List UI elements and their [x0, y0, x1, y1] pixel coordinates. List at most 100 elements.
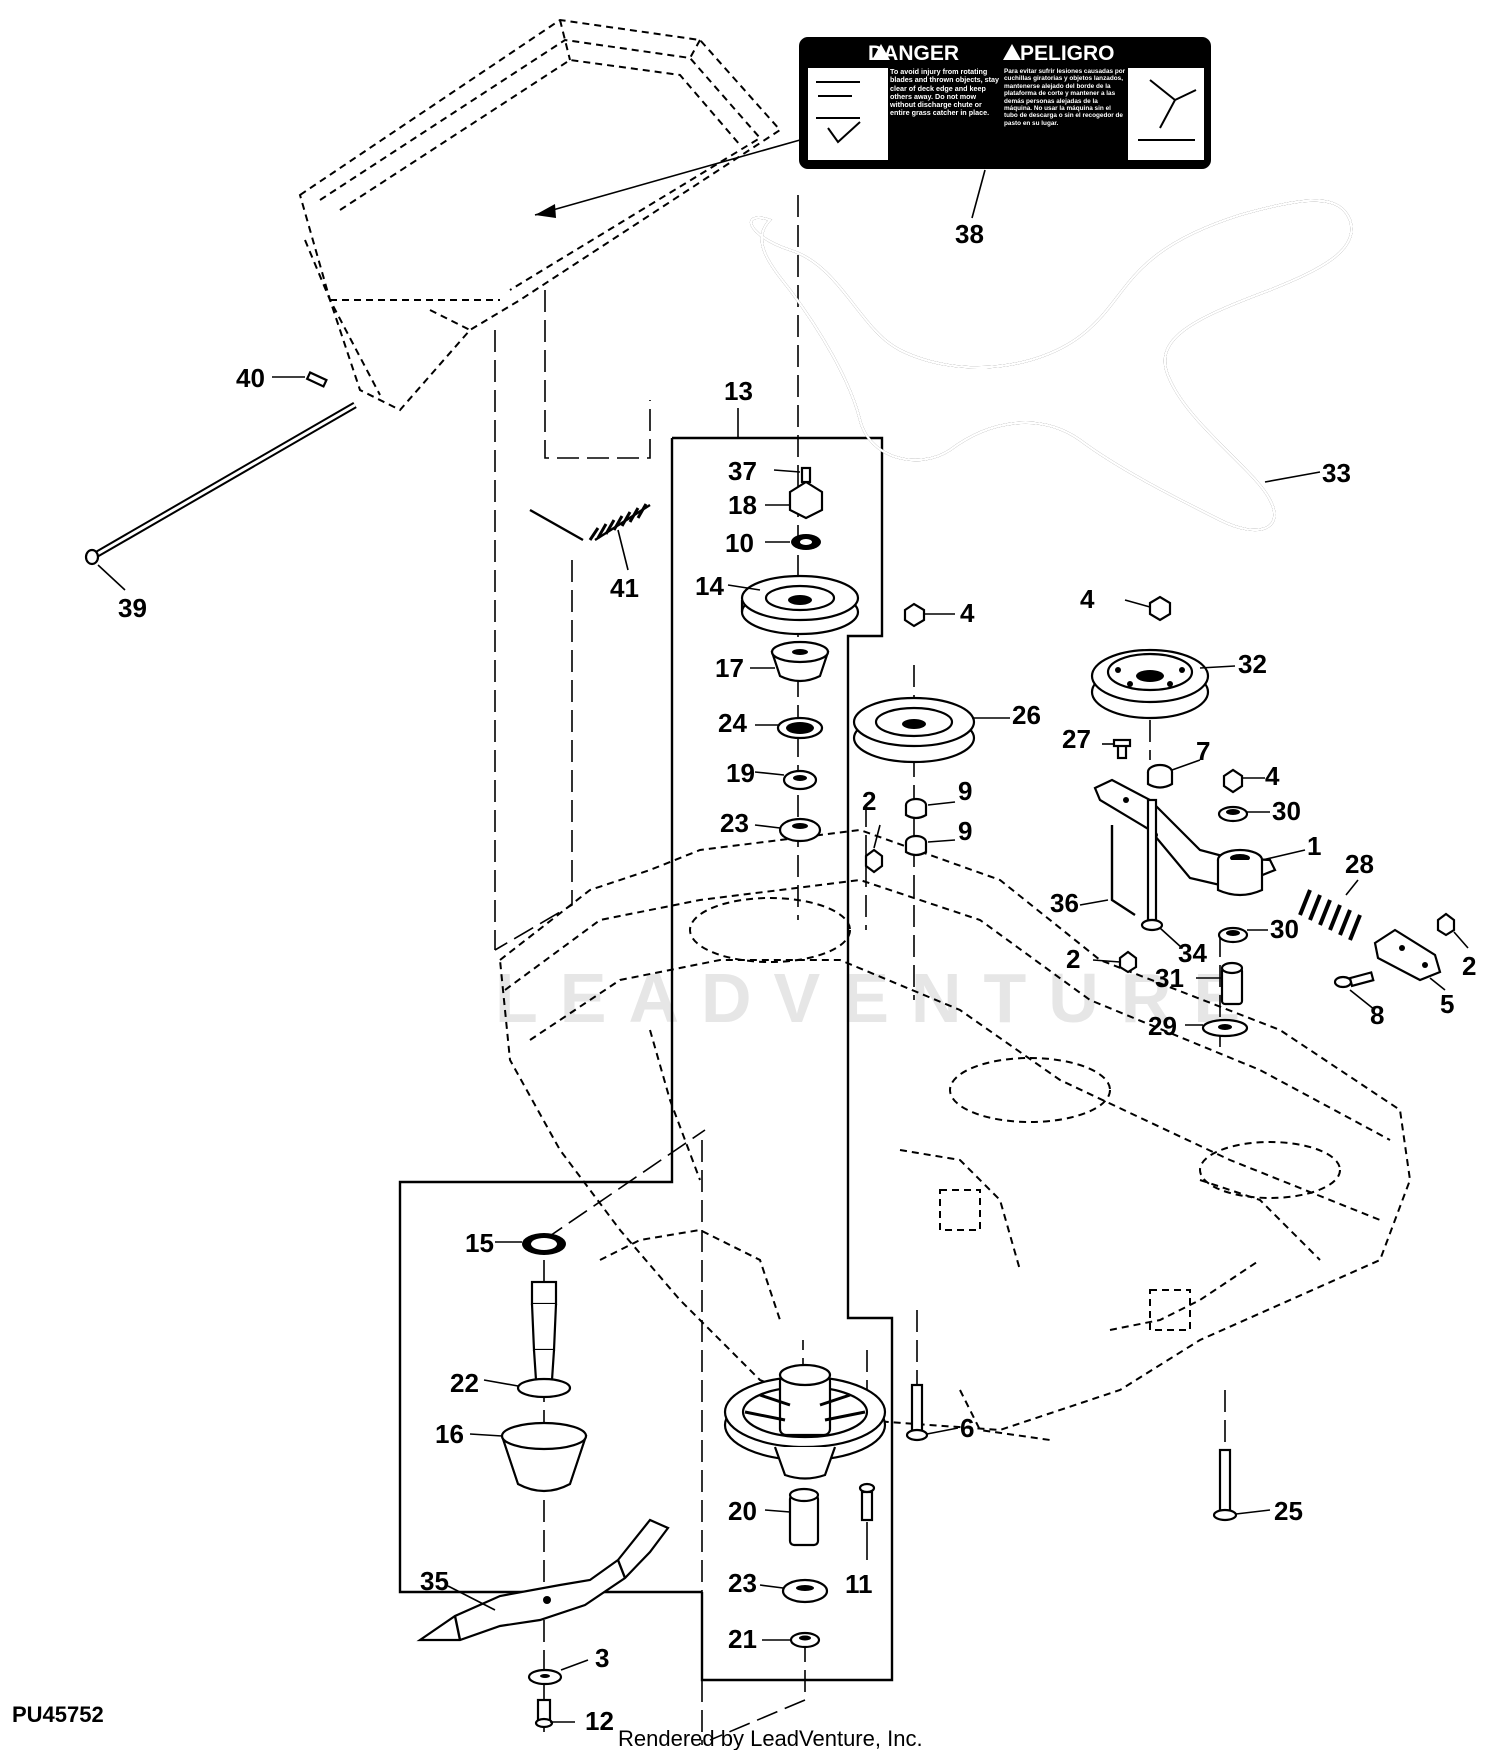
callout-31: 31	[1155, 963, 1184, 993]
callout-22: 22	[450, 1368, 479, 1398]
grease-fitting-37	[773, 466, 812, 484]
warning-triangle-icon	[1003, 44, 1021, 60]
bolt-12	[534, 1698, 575, 1729]
seal-15	[495, 1233, 566, 1255]
watermark-text: LEADVENTURE	[495, 959, 1262, 1037]
bolt-25	[1212, 1448, 1271, 1522]
spindle-shaft-22	[483, 1280, 572, 1399]
spindle-housing	[723, 1363, 887, 1480]
callout-30: 30	[1270, 914, 1299, 944]
callout-24: 24	[718, 708, 747, 738]
diagram-id: PU45752	[12, 1702, 104, 1727]
warning-triangle-icon	[872, 44, 890, 60]
nut-4-right	[1222, 768, 1265, 794]
callout-23: 23	[720, 808, 749, 838]
bearing-19	[754, 769, 818, 791]
callout-13: 13	[724, 376, 753, 406]
bushing-30-lower	[1217, 926, 1268, 944]
drive-belt	[750, 199, 1353, 532]
callout-12: 12	[585, 1706, 614, 1736]
callout-labels: 1 2 2 2 3 4 4 4 5 6 7 8 9 9 10 11 12 13 …	[118, 219, 1476, 1736]
danger-decal: DANGER PELIGRO To avoid injury from rota…	[534, 37, 1211, 219]
bracket-5	[1373, 928, 1446, 991]
render-credit: Rendered by LeadVenture, Inc.	[618, 1726, 923, 1750]
callout-30: 30	[1272, 796, 1301, 826]
callout-26: 26	[1012, 700, 1041, 730]
callout-19: 19	[726, 758, 755, 788]
callout-15: 15	[465, 1228, 494, 1258]
callout-10: 10	[725, 528, 754, 558]
callout-11: 11	[845, 1569, 873, 1599]
discharge-chute	[298, 18, 782, 412]
spacer-23-lower	[759, 1578, 829, 1604]
callout-9: 9	[958, 816, 972, 846]
bushing-7	[1146, 759, 1201, 789]
bushing-30-upper	[1217, 805, 1270, 823]
decal-danger-en: DANGER	[868, 42, 959, 65]
callout-4: 4	[1265, 761, 1280, 791]
idler-pulley-32	[1090, 648, 1236, 720]
bolt-34	[1140, 798, 1183, 949]
washer-29	[1185, 1018, 1249, 1038]
spacer-23-upper	[754, 817, 822, 843]
callout-34: 34	[1178, 938, 1207, 968]
callout-4: 4	[960, 598, 975, 628]
callout-17: 17	[715, 653, 744, 683]
spacer-9-lower	[904, 834, 956, 857]
cover-17	[750, 640, 830, 683]
callout-37: 37	[728, 456, 757, 486]
callout-16: 16	[435, 1419, 464, 1449]
callout-38: 38	[955, 219, 984, 249]
nut-2-mid	[1092, 950, 1138, 974]
callout-39: 39	[118, 593, 147, 623]
spacer-31	[1196, 961, 1244, 1006]
washer-10	[765, 534, 821, 550]
bolt-6	[905, 1383, 959, 1442]
callout-2: 2	[1462, 951, 1476, 981]
decal-danger-es: PELIGRO	[1020, 42, 1115, 65]
nut-2-left	[864, 824, 884, 874]
callout-28: 28	[1345, 849, 1374, 879]
seal-24	[755, 716, 824, 740]
spacer-20	[764, 1487, 820, 1547]
spindle-pulley-14	[727, 574, 860, 636]
callout-33: 33	[1322, 458, 1351, 488]
callout-5: 5	[1440, 989, 1454, 1019]
blade-hazard-icon	[816, 81, 861, 144]
blade-35	[416, 1518, 670, 1642]
hinge-rod	[84, 401, 357, 591]
callout-35: 35	[420, 1566, 449, 1596]
decal-text-es: Para evitar sufrir lesiones causadas por…	[1004, 68, 1126, 127]
cup-16	[469, 1421, 588, 1493]
callout-41: 41	[610, 573, 639, 603]
spacer-9-upper	[904, 797, 956, 820]
callout-21: 21	[728, 1624, 757, 1654]
callout-8: 8	[1370, 1000, 1384, 1030]
callout-29: 29	[1148, 1011, 1177, 1041]
bolt-27	[1102, 738, 1132, 760]
callout-25: 25	[1274, 1496, 1303, 1526]
callout-3: 3	[595, 1643, 609, 1673]
callout-14: 14	[695, 571, 724, 601]
decal-text-en: To avoid injury from rotating blades and…	[890, 68, 1000, 118]
callout-1: 1	[1307, 831, 1321, 861]
idler-pulley-26	[852, 696, 1010, 764]
screw-11	[858, 1482, 876, 1560]
washer-21	[762, 1631, 821, 1649]
nut-4-top	[1124, 595, 1172, 622]
nut-4-left	[903, 602, 955, 628]
mower-deck-outline	[498, 828, 1412, 1441]
torsion-spring-41	[529, 503, 651, 571]
hinge-pin-40	[272, 371, 328, 388]
callout-40: 40	[236, 363, 265, 393]
callout-2: 2	[862, 786, 876, 816]
callout-6: 6	[960, 1413, 974, 1443]
bolt-8	[1333, 971, 1376, 1011]
washer-3	[527, 1659, 589, 1686]
rod-36	[1079, 825, 1136, 917]
callout-4: 4	[1080, 584, 1095, 614]
callout-2: 2	[1066, 944, 1080, 974]
callout-32: 32	[1238, 649, 1267, 679]
thrown-object-hazard-icon	[1138, 79, 1197, 141]
